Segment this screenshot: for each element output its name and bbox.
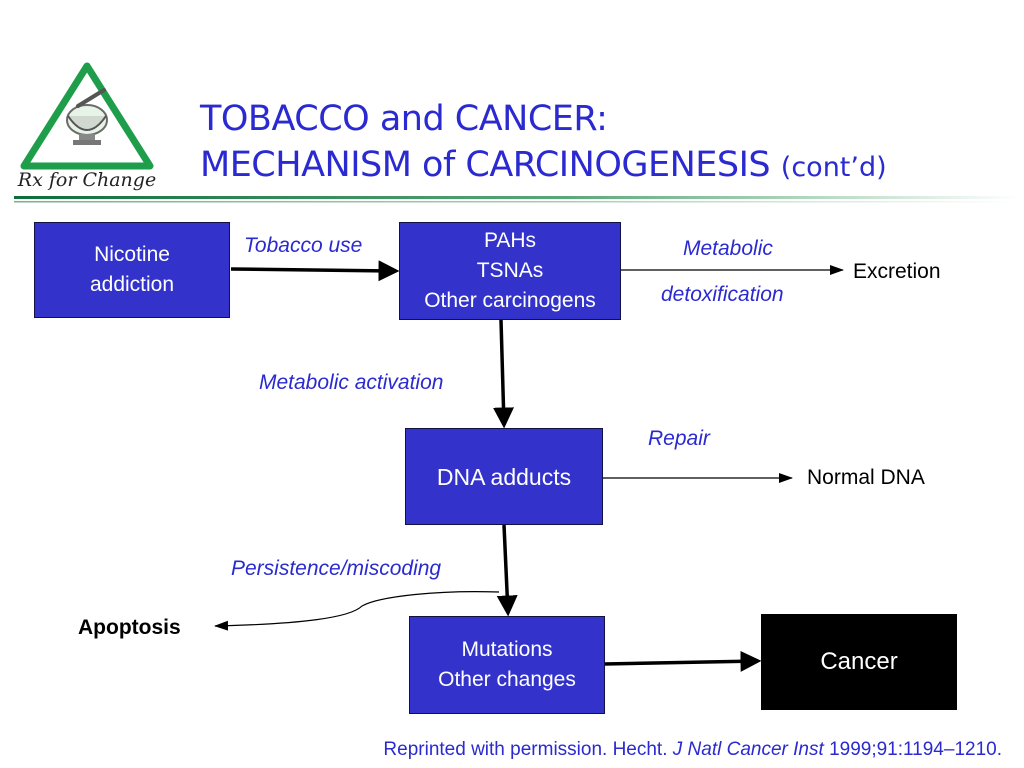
box-dna-adducts: DNA adducts bbox=[405, 428, 603, 525]
rx-for-change-logo: Rx for Change bbox=[17, 62, 156, 191]
box-mutations-line-2: Other changes bbox=[438, 668, 576, 691]
arrow-cancer bbox=[603, 650, 762, 672]
label-metabolic: Metabolic bbox=[683, 237, 773, 260]
label-metabolic-activation: Metabolic activation bbox=[259, 371, 444, 394]
title-line-1: TOBACCO and CANCER: bbox=[200, 99, 608, 139]
label-repair: Repair bbox=[648, 427, 710, 450]
box-mutations: Mutations Other changes bbox=[409, 616, 605, 714]
title-suffix: (cont’d) bbox=[780, 152, 887, 183]
box-carcinogens: PAHs TSNAs Other carcinogens bbox=[399, 222, 621, 320]
box-carcinogens-line-1: PAHs bbox=[483, 229, 537, 252]
citation-journal: J Natl Cancer Inst bbox=[672, 739, 824, 760]
title-line-2: MECHANISM of CARCINOGENESIS bbox=[200, 145, 771, 185]
label-persistence-miscoding: Persistence/miscoding bbox=[231, 557, 442, 580]
citation-reference: 1999;91:1194–1210. bbox=[829, 739, 1002, 760]
box-cancer-label: Cancer bbox=[820, 648, 898, 675]
arrow-persistence bbox=[496, 524, 518, 617]
citation-text: Reprinted with permission. Hecht. bbox=[383, 739, 668, 760]
box-nicotine-line-2: addiction bbox=[89, 273, 175, 296]
label-tobacco-use: Tobacco use bbox=[244, 234, 363, 257]
arrow-apoptosis bbox=[214, 591, 500, 631]
box-carcinogens-line-3: Other carcinogens bbox=[424, 289, 596, 312]
arrow-tobacco-use bbox=[230, 260, 400, 282]
label-detoxification: detoxification bbox=[661, 283, 784, 306]
box-cancer: Cancer bbox=[761, 614, 957, 710]
page-title: TOBACCO and CANCER: MECHANISM of CARCINO… bbox=[200, 96, 887, 191]
title-divider bbox=[14, 196, 1020, 203]
box-mutations-line-1: Mutations bbox=[461, 638, 553, 661]
logo-caption: Rx for Change bbox=[17, 169, 156, 191]
outcome-apoptosis: Apoptosis bbox=[78, 616, 181, 639]
outcome-normal-dna: Normal DNA bbox=[807, 466, 925, 489]
box-carcinogens-line-2: TSNAs bbox=[476, 259, 544, 282]
box-nicotine-addiction: Nicotine addiction bbox=[34, 222, 230, 318]
arrow-metabolic-activation bbox=[493, 319, 514, 429]
citation-footer: Reprinted with permission. Hecht. J Natl… bbox=[383, 738, 1002, 762]
outcome-excretion: Excretion bbox=[853, 260, 941, 283]
box-nicotine-line-1: Nicotine bbox=[94, 243, 170, 266]
box-dna-adducts-label: DNA adducts bbox=[436, 463, 572, 490]
